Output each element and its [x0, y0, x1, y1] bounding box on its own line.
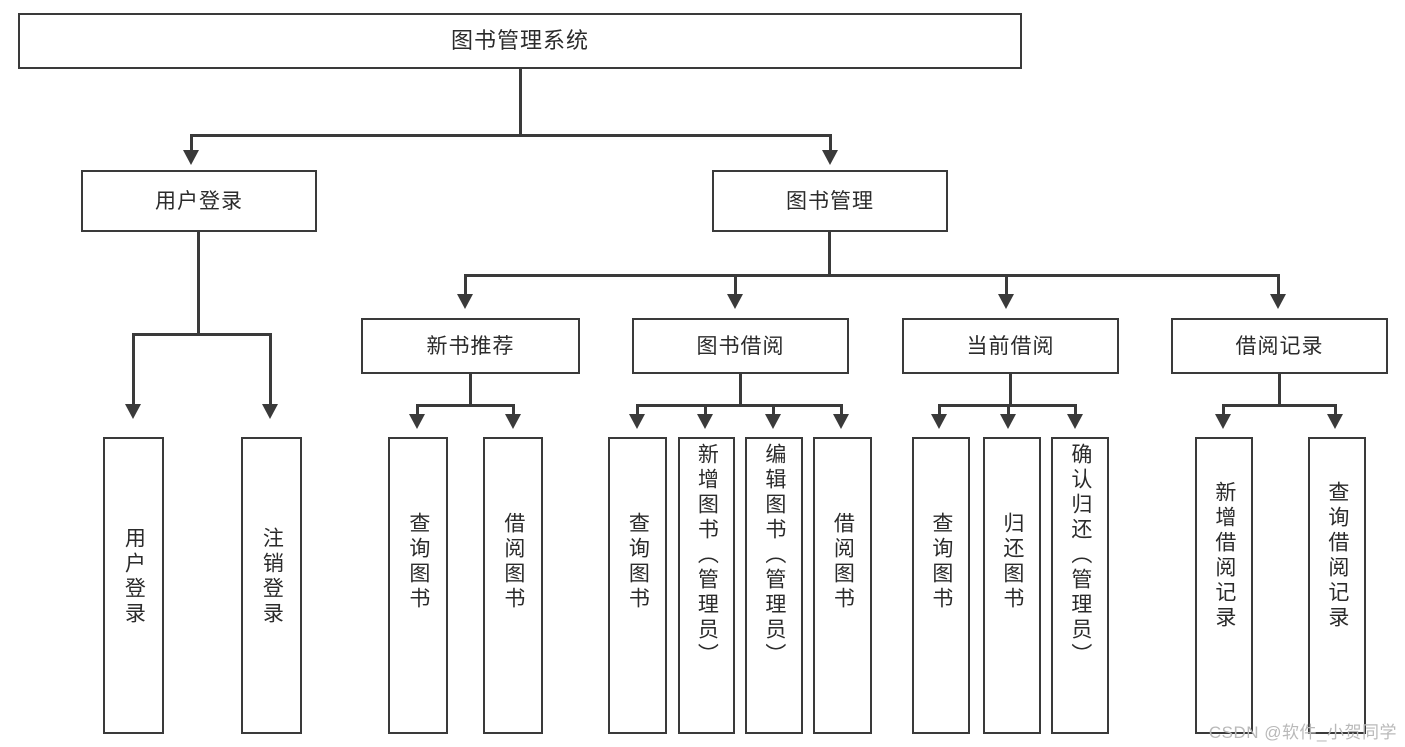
- node-book-borrow[interactable]: 图书借阅: [632, 318, 849, 374]
- leaf-nbr-borrow-book-label: 借阅图书: [501, 512, 525, 612]
- connector-nbr-drop-2: [512, 404, 515, 416]
- arrowhead-user-login: [183, 150, 199, 165]
- connector-bb-drop-4: [840, 404, 843, 416]
- leaf-nbr-borrow-book[interactable]: 借阅图书: [483, 437, 543, 734]
- node-book-manage[interactable]: 图书管理: [712, 170, 948, 232]
- connector-bb-drop-1: [636, 404, 639, 416]
- leaf-bb-borrow-book-label: 借阅图书: [831, 512, 855, 612]
- arrowhead-leaf-br-1: [1215, 414, 1231, 429]
- connector-cb-drop-2: [1007, 404, 1010, 416]
- arrowhead-leaf-nbr-2: [505, 414, 521, 429]
- connector-nbr-stem: [469, 374, 472, 406]
- arrowhead-leaf-cb-2: [1000, 414, 1016, 429]
- connector-bm-drop-1: [464, 274, 467, 296]
- connector-bb-bus: [636, 404, 842, 407]
- arrowhead-new-book: [457, 294, 473, 309]
- connector-user-login-stem: [197, 232, 200, 335]
- leaf-cb-confirm-return-label: 确认归还（管理员）: [1068, 443, 1092, 668]
- connector-bm-drop-3: [1005, 274, 1008, 296]
- connector-bm-drop-2: [734, 274, 737, 296]
- leaf-cb-return-book-label: 归还图书: [1000, 512, 1024, 612]
- connector-cb-drop-3: [1074, 404, 1077, 416]
- node-user-login[interactable]: 用户登录: [81, 170, 317, 232]
- connector-br-drop-1: [1222, 404, 1225, 416]
- arrowhead-borrow-record: [1270, 294, 1286, 309]
- leaf-bb-borrow-book[interactable]: 借阅图书: [813, 437, 872, 734]
- connector-br-bus: [1222, 404, 1337, 407]
- connector-bm-drop-4: [1277, 274, 1280, 296]
- leaf-bb-add-book[interactable]: 新增图书（管理员）: [678, 437, 735, 734]
- node-borrow-record-label: 借阅记录: [1235, 334, 1324, 358]
- connector-root-stem: [519, 69, 522, 135]
- leaf-logout[interactable]: 注销登录: [241, 437, 302, 734]
- connector-bb-drop-2: [704, 404, 707, 416]
- connector-nbr-drop-1: [416, 404, 419, 416]
- node-book-borrow-label: 图书借阅: [696, 334, 785, 358]
- connector-bb-drop-3: [772, 404, 775, 416]
- arrowhead-leaf-bb-2: [697, 414, 713, 429]
- arrowhead-current-borrow: [998, 294, 1014, 309]
- arrowhead-leaf-br-2: [1327, 414, 1343, 429]
- connector-book-manage-bus: [464, 274, 1280, 277]
- leaf-user-login[interactable]: 用户登录: [103, 437, 164, 734]
- connector-user-login-drop-2: [269, 333, 272, 406]
- connector-nbr-bus: [416, 404, 515, 407]
- arrowhead-leaf-bb-3: [765, 414, 781, 429]
- leaf-bb-add-book-label: 新增图书（管理员）: [695, 443, 719, 668]
- arrowhead-leaf-cb-3: [1067, 414, 1083, 429]
- leaf-nbr-query-book[interactable]: 查询图书: [388, 437, 448, 734]
- arrowhead-leaf-nbr-1: [409, 414, 425, 429]
- leaf-cb-confirm-return[interactable]: 确认归还（管理员）: [1051, 437, 1109, 734]
- leaf-nbr-query-book-label: 查询图书: [406, 512, 430, 612]
- leaf-br-query-record-label: 查询借阅记录: [1325, 481, 1349, 631]
- connector-user-login-drop-1: [132, 333, 135, 406]
- connector-br-drop-2: [1334, 404, 1337, 416]
- arrowhead-book-borrow: [727, 294, 743, 309]
- node-new-book-recommend[interactable]: 新书推荐: [361, 318, 580, 374]
- connector-root-to-book-manage: [829, 134, 832, 152]
- node-root-label: 图书管理系统: [450, 28, 589, 53]
- leaf-cb-return-book[interactable]: 归还图书: [983, 437, 1041, 734]
- leaf-br-add-record[interactable]: 新增借阅记录: [1195, 437, 1253, 734]
- leaf-br-query-record[interactable]: 查询借阅记录: [1308, 437, 1366, 734]
- connector-root-to-user-login: [190, 134, 193, 152]
- connector-bb-stem: [739, 374, 742, 406]
- connector-cb-drop-1: [938, 404, 941, 416]
- arrowhead-leaf-bb-1: [629, 414, 645, 429]
- leaf-bb-edit-book-label: 编辑图书（管理员）: [762, 443, 786, 668]
- arrowhead-leaf-logout: [262, 404, 278, 419]
- connector-root-bus: [190, 134, 832, 137]
- leaf-br-add-record-label: 新增借阅记录: [1212, 481, 1236, 631]
- arrowhead-leaf-cb-1: [931, 414, 947, 429]
- node-current-borrow[interactable]: 当前借阅: [902, 318, 1119, 374]
- leaf-logout-label: 注销登录: [260, 527, 284, 627]
- node-book-manage-label: 图书管理: [786, 189, 874, 213]
- connector-user-login-bus: [132, 333, 272, 336]
- leaf-bb-query-book-label: 查询图书: [626, 512, 650, 612]
- watermark: CSDN @软件_小贺同学: [1208, 723, 1397, 742]
- connector-br-stem: [1278, 374, 1281, 406]
- leaf-cb-query-book-label: 查询图书: [929, 512, 953, 612]
- node-root[interactable]: 图书管理系统: [18, 13, 1022, 69]
- node-user-login-label: 用户登录: [155, 189, 243, 213]
- leaf-bb-query-book[interactable]: 查询图书: [608, 437, 667, 734]
- arrowhead-book-manage: [822, 150, 838, 165]
- arrowhead-leaf-bb-4: [833, 414, 849, 429]
- leaf-bb-edit-book[interactable]: 编辑图书（管理员）: [745, 437, 803, 734]
- leaf-user-login-label: 用户登录: [122, 527, 146, 627]
- leaf-cb-query-book[interactable]: 查询图书: [912, 437, 970, 734]
- connector-book-manage-stem: [828, 232, 831, 276]
- node-new-book-recommend-label: 新书推荐: [426, 334, 515, 358]
- arrowhead-leaf-user-login: [125, 404, 141, 419]
- node-current-borrow-label: 当前借阅: [966, 334, 1055, 358]
- node-borrow-record[interactable]: 借阅记录: [1171, 318, 1388, 374]
- connector-cb-stem: [1009, 374, 1012, 406]
